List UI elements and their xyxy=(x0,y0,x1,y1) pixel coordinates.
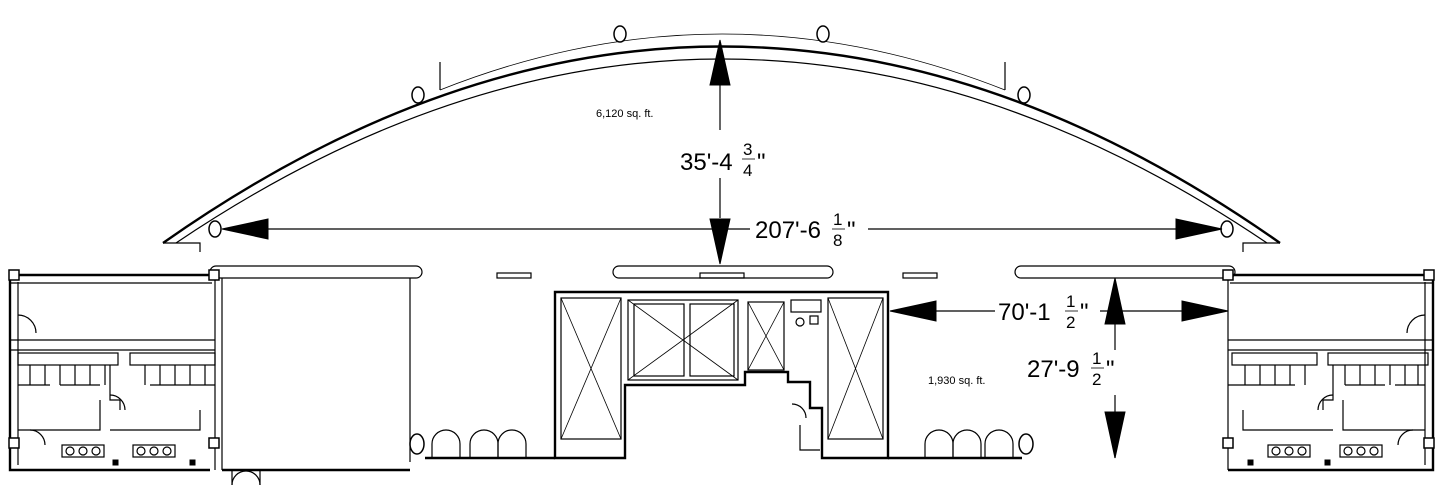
left-wing xyxy=(8,269,411,486)
depth-dim-den: 4 xyxy=(743,161,752,180)
beams xyxy=(209,265,1236,279)
right-width-dim-den: 2 xyxy=(1066,313,1075,332)
right-depth-dim-den: 2 xyxy=(1092,370,1101,389)
width-dim-unit: " xyxy=(847,217,856,244)
right-width-dim-num: 1 xyxy=(1066,292,1075,311)
dimension-depth: 35'-4 3 4 " xyxy=(680,39,766,265)
width-dim-main: 207'-6 xyxy=(755,217,821,244)
right-width-dim-unit: " xyxy=(1080,299,1089,326)
depth-dim-num: 3 xyxy=(743,140,752,159)
depth-dim-main: 35'-4 xyxy=(680,149,733,176)
right-depth-dim-main: 27'-9 xyxy=(1027,356,1080,383)
area-label-top: 6,120 sq. ft. xyxy=(596,108,653,120)
width-dim-den: 8 xyxy=(833,231,842,250)
roof-columns xyxy=(208,25,1234,238)
right-width-dim-main: 70'-1 xyxy=(998,299,1051,326)
right-wing xyxy=(1222,269,1435,472)
right-depth-dim-unit: " xyxy=(1106,356,1115,383)
dimension-right-width: 70'-1 1 2 " xyxy=(889,292,1229,332)
dimension-right-depth: 27'-9 1 2 " xyxy=(1027,277,1126,459)
area-label-right: 1,930 sq. ft. xyxy=(928,375,985,387)
depth-dim-unit: " xyxy=(757,149,766,176)
core xyxy=(553,290,890,460)
width-dim-num: 1 xyxy=(833,210,842,229)
main-hall-front xyxy=(409,429,1034,460)
dimension-width: 207'-6 1 8 " xyxy=(221,210,1223,250)
right-depth-dim-num: 1 xyxy=(1092,349,1101,368)
